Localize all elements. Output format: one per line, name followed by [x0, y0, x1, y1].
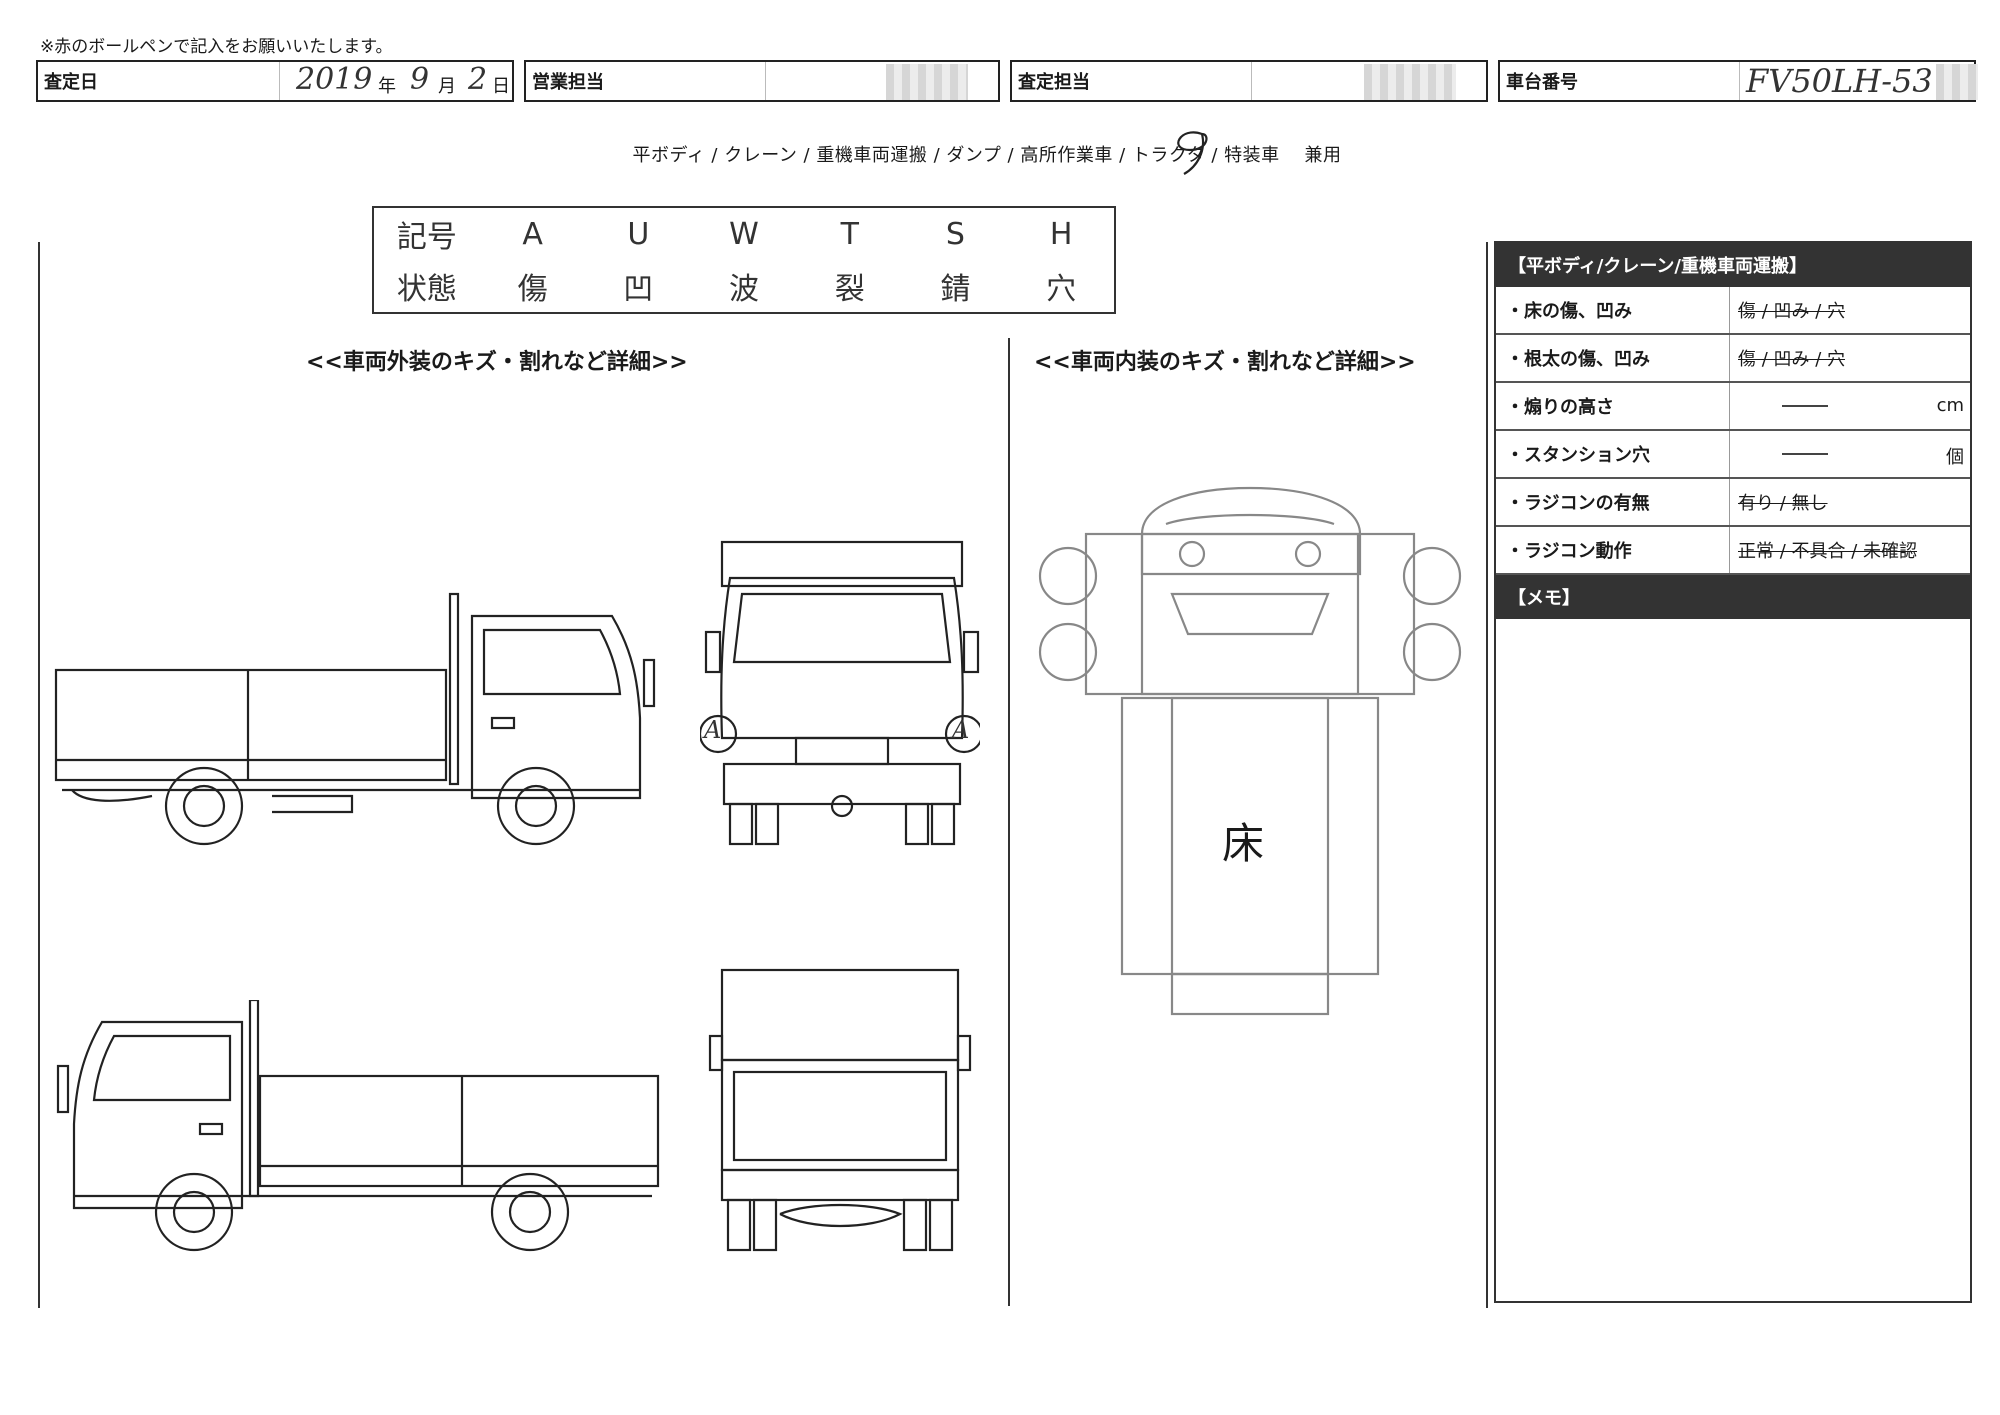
legend-symbol: H — [1049, 216, 1073, 252]
panel-title: 【平ボディ/クレーン/重機車両運搬】 — [1496, 243, 1970, 287]
blank-dash — [1782, 405, 1828, 407]
sales-staff-label: 営業担当 — [526, 62, 766, 100]
legend-state-row: 状態 傷 凹 波 裂 錆 穴 — [374, 260, 1114, 312]
panel-row-remote-presence: ・ラジコンの有無 有り / 無し — [1496, 479, 1970, 527]
vehicle-type-options: 平ボディ / クレーン / 重機車両運搬 / ダンプ / 高所作業車 / トラク… — [632, 145, 1342, 166]
legend-state: 裂 — [834, 272, 865, 307]
remote-presence-label: ・ラジコンの有無 — [1496, 479, 1730, 525]
blank-dash — [1782, 453, 1828, 455]
handwritten-selection-mark — [1177, 131, 1208, 175]
truck-rear-view[interactable] — [700, 968, 980, 1258]
sales-staff-box: 営業担当 — [524, 60, 1000, 102]
legend-state: 波 — [729, 272, 760, 307]
memo-area[interactable] — [1496, 619, 1970, 1335]
panel-row-remote-operation: ・ラジコン動作 正常 / 不具合 / 未確認 — [1496, 527, 1970, 575]
gate-height-unit: cm — [1936, 395, 1964, 416]
type-aerial-work[interactable]: 高所作業車 — [1020, 145, 1113, 166]
assessor-field[interactable] — [1252, 62, 1486, 100]
damage-legend-table: 記号 A U W T S H 状態 傷 凹 波 裂 錆 穴 — [372, 206, 1116, 314]
body-inspection-panel: 【平ボディ/クレーン/重機車両運搬】 ・床の傷、凹み 傷 / 凹み / 穴 ・根… — [1494, 241, 1972, 1303]
inspection-date-box: 査定日 2019 年 9 月 2 日 — [36, 60, 514, 102]
assessor-box: 査定担当 — [1010, 60, 1488, 102]
center-divider-line — [1008, 338, 1010, 1306]
legend-symbol: W — [729, 216, 759, 252]
stanchion-holes-label: ・スタンション穴 — [1496, 431, 1730, 477]
sales-staff-field[interactable] — [766, 62, 998, 100]
type-special[interactable]: 特装車 — [1224, 145, 1280, 166]
remote-operation-label: ・ラジコン動作 — [1496, 527, 1730, 573]
truck-front-view[interactable] — [700, 538, 980, 848]
right-divider-line — [1486, 242, 1488, 1308]
instruction-note: ※赤のボールペンで記入をお願いいたします。 — [40, 37, 393, 57]
legend-state: 錆 — [940, 272, 971, 307]
damage-mark-left: A — [704, 716, 722, 744]
floor-label: 床 — [1222, 819, 1265, 868]
legend-state: 穴 — [1046, 272, 1077, 307]
panel-row-joist-damage: ・根太の傷、凹み 傷 / 凹み / 穴 — [1496, 335, 1970, 383]
date-month-unit: 月 — [438, 76, 456, 97]
truck-side-view-right[interactable] — [52, 590, 662, 850]
panel-row-gate-height: ・煽りの高さ cm — [1496, 383, 1970, 431]
stanchion-holes-unit: 個 — [1946, 447, 1964, 468]
type-dump[interactable]: ダンプ — [946, 145, 1002, 166]
legend-symbol: T — [840, 216, 859, 252]
date-year-value: 2019 — [296, 62, 373, 97]
redacted-mark — [886, 64, 968, 100]
gate-height-field[interactable]: cm — [1730, 383, 1970, 429]
legend-state: 凹 — [623, 272, 654, 307]
panel-row-stanchion-holes: ・スタンション穴 個 — [1496, 431, 1970, 479]
type-crane[interactable]: クレーン — [724, 145, 798, 166]
legend-state: 傷 — [517, 272, 548, 307]
inspection-date-field[interactable]: 2019 年 9 月 2 日 — [280, 62, 512, 100]
date-year-unit: 年 — [378, 76, 396, 97]
chassis-number-box: 車台番号 FV50LH-53 — [1498, 60, 1978, 102]
truck-interior-top-view[interactable] — [1030, 484, 1470, 1024]
chassis-number-field[interactable]: FV50LH-53 — [1740, 62, 1978, 100]
panel-row-floor-damage: ・床の傷、凹み 傷 / 凹み / 穴 — [1496, 287, 1970, 335]
truck-side-view-left[interactable] — [52, 1000, 662, 1260]
type-combined[interactable]: 兼用 — [1304, 145, 1342, 166]
legend-symbol: A — [522, 216, 543, 252]
floor-damage-label: ・床の傷、凹み — [1496, 287, 1730, 333]
remote-operation-options[interactable]: 正常 / 不具合 / 未確認 — [1738, 541, 1918, 562]
type-heavy-transport[interactable]: 重機車両運搬 — [816, 145, 928, 166]
date-day-value: 2 — [468, 62, 488, 97]
legend-symbol-row: 記号 A U W T S H — [374, 208, 1114, 260]
inspection-date-label: 査定日 — [38, 62, 280, 100]
gate-height-label: ・煽りの高さ — [1496, 383, 1730, 429]
legend-symbol-label: 記号 — [396, 220, 457, 255]
chassis-number-label: 車台番号 — [1500, 62, 1740, 100]
assessor-label: 査定担当 — [1012, 62, 1252, 100]
chassis-number-value: FV50LH-53 — [1746, 62, 1933, 100]
stanchion-holes-field[interactable]: 個 — [1730, 431, 1970, 477]
redacted-mark — [1936, 64, 1978, 100]
memo-header: 【メモ】 — [1496, 575, 1970, 619]
exterior-section-title: <<車両外装のキズ・割れなど詳細>> — [306, 350, 688, 375]
left-border-line — [38, 242, 40, 1308]
damage-mark-right: A — [952, 716, 970, 744]
date-day-unit: 日 — [492, 76, 510, 97]
legend-state-label: 状態 — [396, 272, 457, 307]
type-flat-body[interactable]: 平ボディ — [632, 145, 706, 166]
floor-damage-options[interactable]: 傷 / 凹み / 穴 — [1738, 301, 1846, 322]
remote-presence-options[interactable]: 有り / 無し — [1738, 493, 1828, 514]
interior-section-title: <<車両内装のキズ・割れなど詳細>> — [1034, 350, 1416, 375]
legend-symbol: U — [627, 216, 650, 252]
joist-damage-options[interactable]: 傷 / 凹み / 穴 — [1738, 349, 1846, 370]
redacted-mark — [1364, 64, 1456, 100]
legend-symbol: S — [945, 216, 965, 252]
joist-damage-label: ・根太の傷、凹み — [1496, 335, 1730, 381]
date-month-value: 9 — [410, 62, 430, 97]
